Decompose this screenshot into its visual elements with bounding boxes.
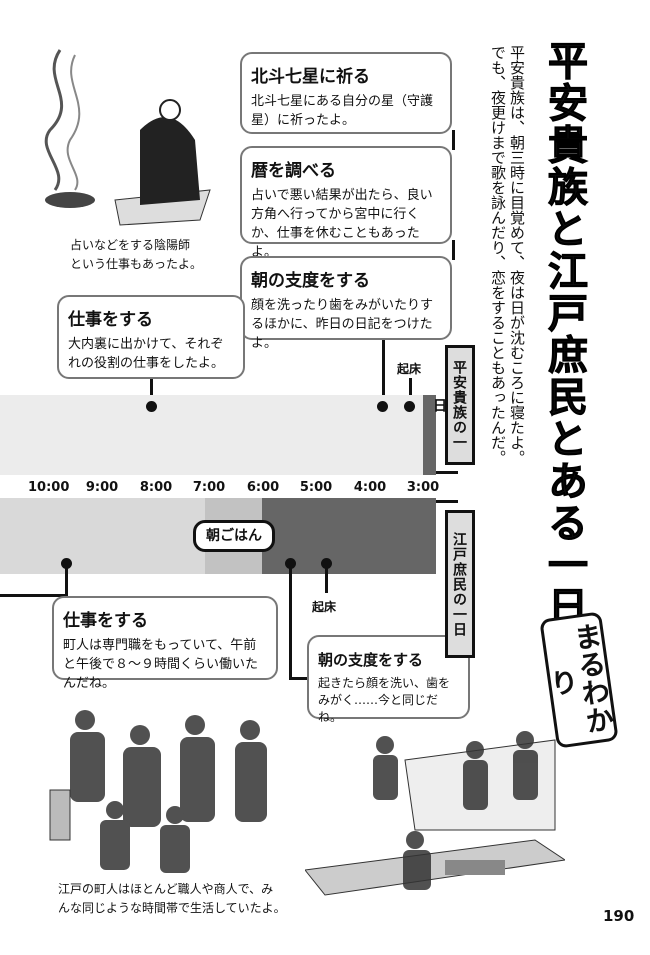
intro-line: 平安貴族は、朝三時に目覚めて、夜は日が沈むころに寝たよ。 [508, 45, 526, 465]
connector [452, 240, 455, 260]
time-tick: 4:00 [353, 480, 387, 495]
event-text: 大内裏に出かけて、それぞれの役割の仕事をしたよ。 [68, 337, 225, 371]
event-text: 起きたら顔を洗い、歯をみがく……今と同じだね。 [318, 676, 451, 724]
connector [289, 677, 309, 680]
connector [150, 375, 153, 405]
page-number: 190 [603, 907, 635, 925]
event-title: 朝の支度をする [251, 271, 370, 291]
caption-line: んな同じような時間帯で生活していたよ。 [58, 901, 286, 915]
event-hokuto: 北斗七星に祈る 北斗七星にある自分の星（守護星）に祈ったよ。 [240, 52, 452, 134]
arrow [436, 500, 458, 503]
event-work: 仕事をする 大内裏に出かけて、それぞれの役割の仕事をしたよ。 [57, 295, 245, 379]
breakfast-label: 朝ごはん [193, 520, 275, 552]
event-koyomi: 暦を調べる 占いで悪い結果が出たら、良い方角へ行ってから宮中に行くか、仕事を休む… [240, 146, 452, 260]
event-text: 顔を洗ったり歯をみがいたりするほかに、昨日の日記をつけたよ。 [251, 298, 434, 351]
timeline-dot [321, 558, 332, 569]
timeline-dot [285, 558, 296, 569]
event-edo-work: 仕事をする 町人は専門職をもっていて、午前と午後で８～９時間くらい働いたんだね。 [52, 596, 278, 691]
timeline-dot [61, 558, 72, 569]
edo-craftsmen-illustration [305, 731, 565, 896]
caption-line: という仕事もあったよ。 [70, 257, 203, 271]
event-title: 仕事をする [68, 310, 153, 330]
connector [0, 594, 68, 597]
connector [452, 130, 455, 150]
connector [382, 335, 385, 405]
time-tick: 3:00 [406, 480, 440, 495]
heian-band [0, 395, 423, 475]
time-tick: 9:00 [85, 480, 119, 495]
heian-day-label: 平安貴族の一日 [431, 345, 475, 465]
event-title: 暦を調べる [251, 161, 336, 181]
event-text: 町人は専門職をもっていて、午前と午後で８～９時間くらい働いたんだね。 [63, 638, 259, 691]
edo-day-label: 江戸庶民の一日 [445, 510, 475, 658]
intro-text: 平安貴族は、朝三時に目覚めて、夜は日が沈むころに寝たよ。 でも、夜更けまで歌を詠… [488, 45, 526, 485]
event-title: 仕事をする [63, 611, 148, 631]
event-text: 占いで悪い結果が出たら、良い方角へ行ってから宮中に行くか、仕事を休むこともあった… [251, 188, 433, 260]
caption-line: 占いなどをする陰陽師 [70, 238, 191, 252]
intro-line: でも、夜更けまで歌を詠んだり、恋をすることもあったんだ。 [489, 45, 507, 465]
time-tick: 7:00 [192, 480, 226, 495]
edo-band-work [0, 498, 205, 574]
page-title: 平安貴族と江戸庶民とある一日 [541, 40, 588, 629]
edo-townspeople-illustration [45, 690, 285, 880]
event-title: 朝の支度をする [318, 651, 424, 669]
connector [409, 378, 412, 406]
event-title: 北斗七星に祈る [251, 67, 370, 87]
edo-caption: 江戸の町人はほとんど職人や商人で、み んな同じような時間帯で生活していたよ。 [58, 880, 298, 918]
time-tick: 10:00 [28, 480, 70, 495]
onmyoji-caption: 占いなどをする陰陽師 という仕事もあったよ。 [70, 236, 240, 274]
timeline-dot [377, 401, 388, 412]
edo-wake-label: 起床 [312, 600, 337, 614]
event-morning-prep: 朝の支度をする 顔を洗ったり歯をみがいたりするほかに、昨日の日記をつけたよ。 [240, 256, 452, 351]
heian-wake-label: 起床 [397, 362, 422, 376]
time-tick: 5:00 [299, 480, 333, 495]
event-edo-morning-prep: 朝の支度をする 起きたら顔を洗い、歯をみがく……今と同じだね。 [307, 635, 470, 724]
timeline-dot [404, 401, 415, 412]
time-tick: 8:00 [139, 480, 173, 495]
arrow [436, 471, 458, 474]
heian-band-awake [423, 395, 436, 475]
timeline-dot [146, 401, 157, 412]
onmyoji-illustration [44, 49, 211, 226]
connector [325, 565, 328, 593]
connector [65, 565, 68, 597]
event-text: 北斗七星にある自分の星（守護星）に祈ったよ。 [251, 94, 434, 128]
connector [289, 565, 292, 680]
time-tick: 6:00 [246, 480, 280, 495]
caption-line: 江戸の町人はほとんど職人や商人で、み [58, 882, 274, 896]
